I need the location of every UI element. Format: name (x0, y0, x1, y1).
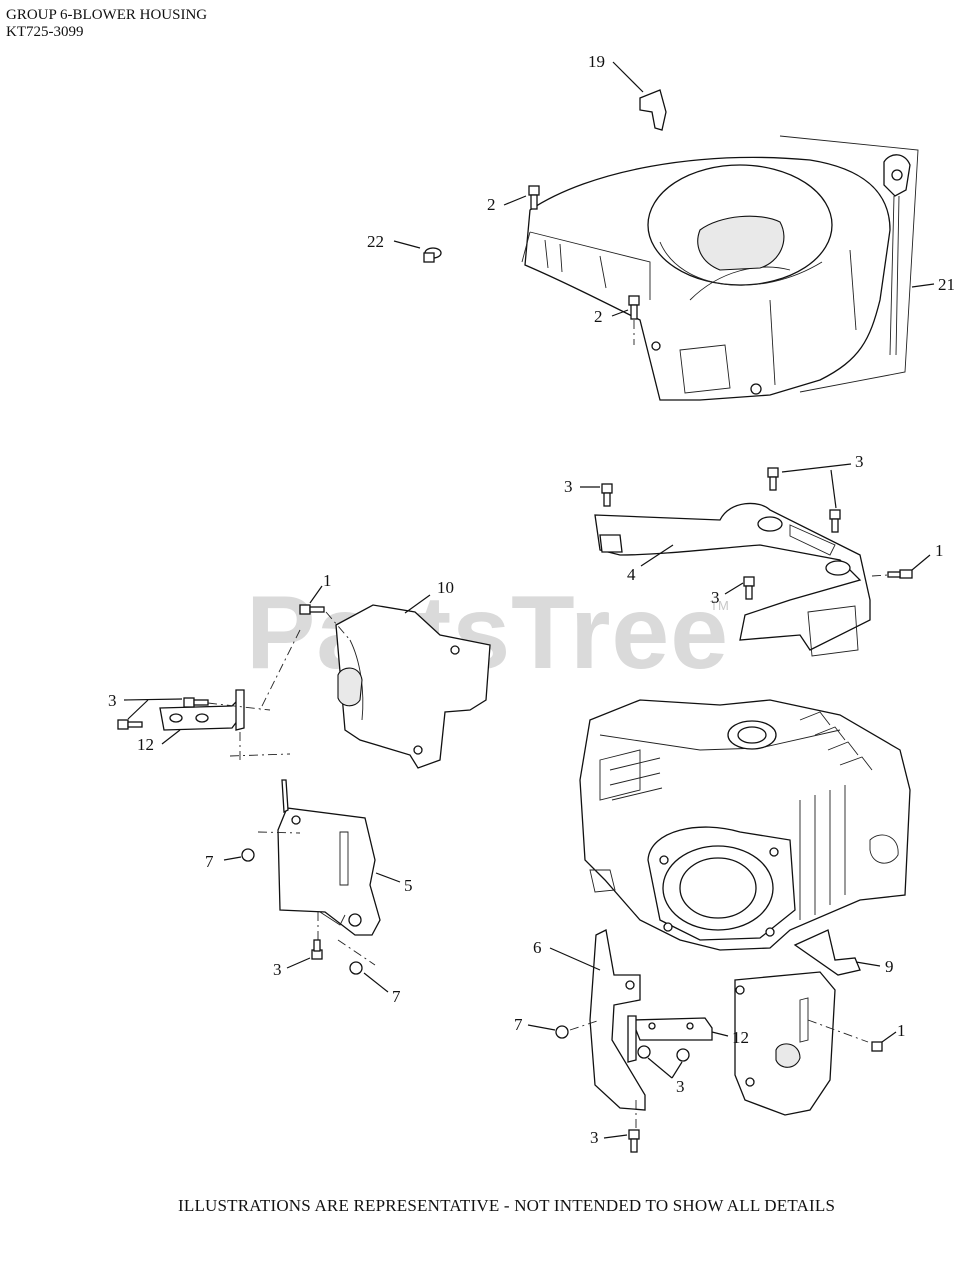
part-19-clip (612, 61, 667, 131)
watermark-trademark: TM (710, 598, 729, 613)
part-6-shroud (549, 929, 646, 1128)
callout-21: 21 (938, 275, 955, 294)
blower-housing (521, 135, 919, 401)
callout-3-mid: 3 (711, 588, 720, 607)
callout-3-lower-mid: 3 (676, 1077, 685, 1096)
callout-7-lower-left: 7 (392, 987, 401, 1006)
callout-12-left: 12 (137, 735, 154, 754)
callout-labels: 19 2 22 2 21 3 3 1 4 3 1 10 3 12 7 5 3 7… (108, 52, 955, 1147)
model-number: KT725-3099 (6, 24, 84, 40)
callout-4: 4 (627, 565, 636, 584)
part-12-bracket-right (627, 1015, 729, 1079)
callout-6: 6 (533, 938, 542, 957)
group-title: GROUP 6-BLOWER HOUSING (6, 7, 208, 23)
part-10-shroud (335, 594, 491, 769)
callout-7-left: 7 (205, 852, 214, 871)
callout-7-right: 7 (514, 1015, 523, 1034)
callout-1-right: 1 (935, 541, 944, 560)
callout-3-bottom: 3 (590, 1128, 599, 1147)
part-2-screws (503, 185, 640, 345)
part-22-pin (393, 240, 442, 263)
callout-3-lower-left: 3 (273, 960, 282, 979)
part-21-dipstick (883, 154, 935, 356)
callout-22: 22 (367, 232, 384, 251)
footer-disclaimer: ILLUSTRATIONS ARE REPRESENTATIVE - NOT I… (178, 1196, 836, 1215)
engine-block (579, 699, 911, 951)
callout-1-left: 1 (323, 571, 332, 590)
callout-3-top-left: 3 (564, 477, 573, 496)
part-5-shroud (257, 779, 401, 966)
lower-fasteners (527, 1024, 897, 1153)
callout-19: 19 (588, 52, 605, 71)
callout-2-lower: 2 (594, 307, 603, 326)
part-4-bracket (594, 502, 871, 657)
part-12-bracket-left (117, 689, 291, 760)
callout-2-upper: 2 (487, 195, 496, 214)
callout-9: 9 (885, 957, 894, 976)
callout-10: 10 (437, 578, 454, 597)
callout-5: 5 (404, 876, 413, 895)
callout-3-left: 3 (108, 691, 117, 710)
callout-12-right: 12 (732, 1028, 749, 1047)
callout-3-top-right: 3 (855, 452, 864, 471)
part-1-screw-left (259, 585, 351, 711)
part-7-and-3-lower-left (223, 848, 389, 993)
callout-1-lower-right: 1 (897, 1021, 906, 1040)
part-9-shroud (734, 929, 881, 1116)
part-3-screws-upper-right (580, 463, 931, 600)
